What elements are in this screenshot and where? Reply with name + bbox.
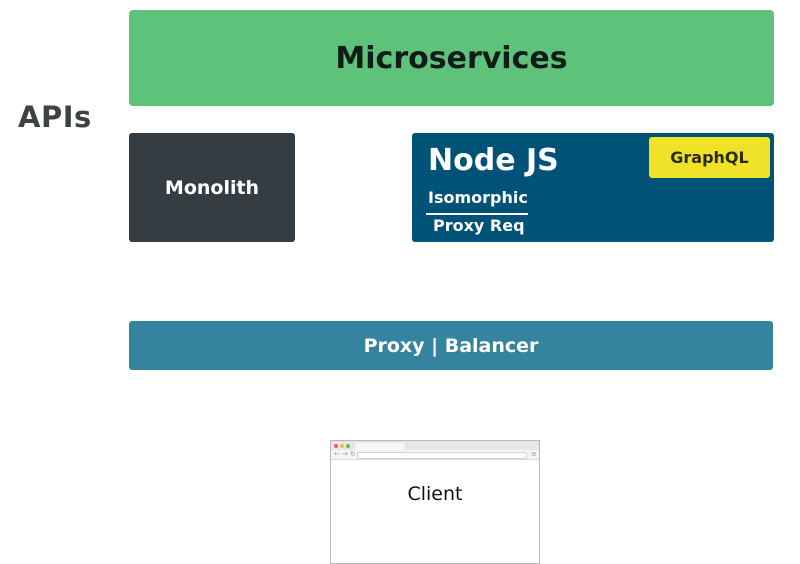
client-label: Client <box>407 483 463 505</box>
maximize-dot-icon <box>346 444 350 448</box>
nodejs-divider <box>426 213 528 215</box>
browser-tab <box>355 443 405 450</box>
client-browser-window: ← → ↻ ≡ Client <box>330 440 540 564</box>
browser-toolbar: ← → ↻ ≡ <box>331 450 539 460</box>
microservices-block: Microservices <box>129 10 774 106</box>
proxy-balancer-block: Proxy | Balancer <box>129 321 773 370</box>
proxy-balancer-label: Proxy | Balancer <box>363 334 539 357</box>
nodejs-block: Node JS Isomorphic Proxy Req GraphQL <box>412 133 774 242</box>
monolith-label: Monolith <box>164 176 260 199</box>
menu-icon: ≡ <box>531 450 537 458</box>
graphql-badge: GraphQL <box>649 137 770 178</box>
close-dot-icon <box>334 444 338 448</box>
forward-arrow-icon: → <box>342 450 348 458</box>
isomorphic-label: Isomorphic <box>428 188 528 207</box>
nodejs-title: Node JS <box>428 143 559 178</box>
back-arrow-icon: ← <box>334 450 340 458</box>
proxy-req-label: Proxy Req <box>433 216 525 235</box>
microservices-label: Microservices <box>335 40 568 76</box>
minimize-dot-icon <box>340 444 344 448</box>
reload-icon: ↻ <box>350 450 356 458</box>
graphql-label: GraphQL <box>670 148 749 167</box>
monolith-block: Monolith <box>129 133 295 242</box>
browser-tab-bar <box>331 441 539 450</box>
apis-label: APIs <box>18 100 92 134</box>
browser-address-bar <box>357 452 527 459</box>
